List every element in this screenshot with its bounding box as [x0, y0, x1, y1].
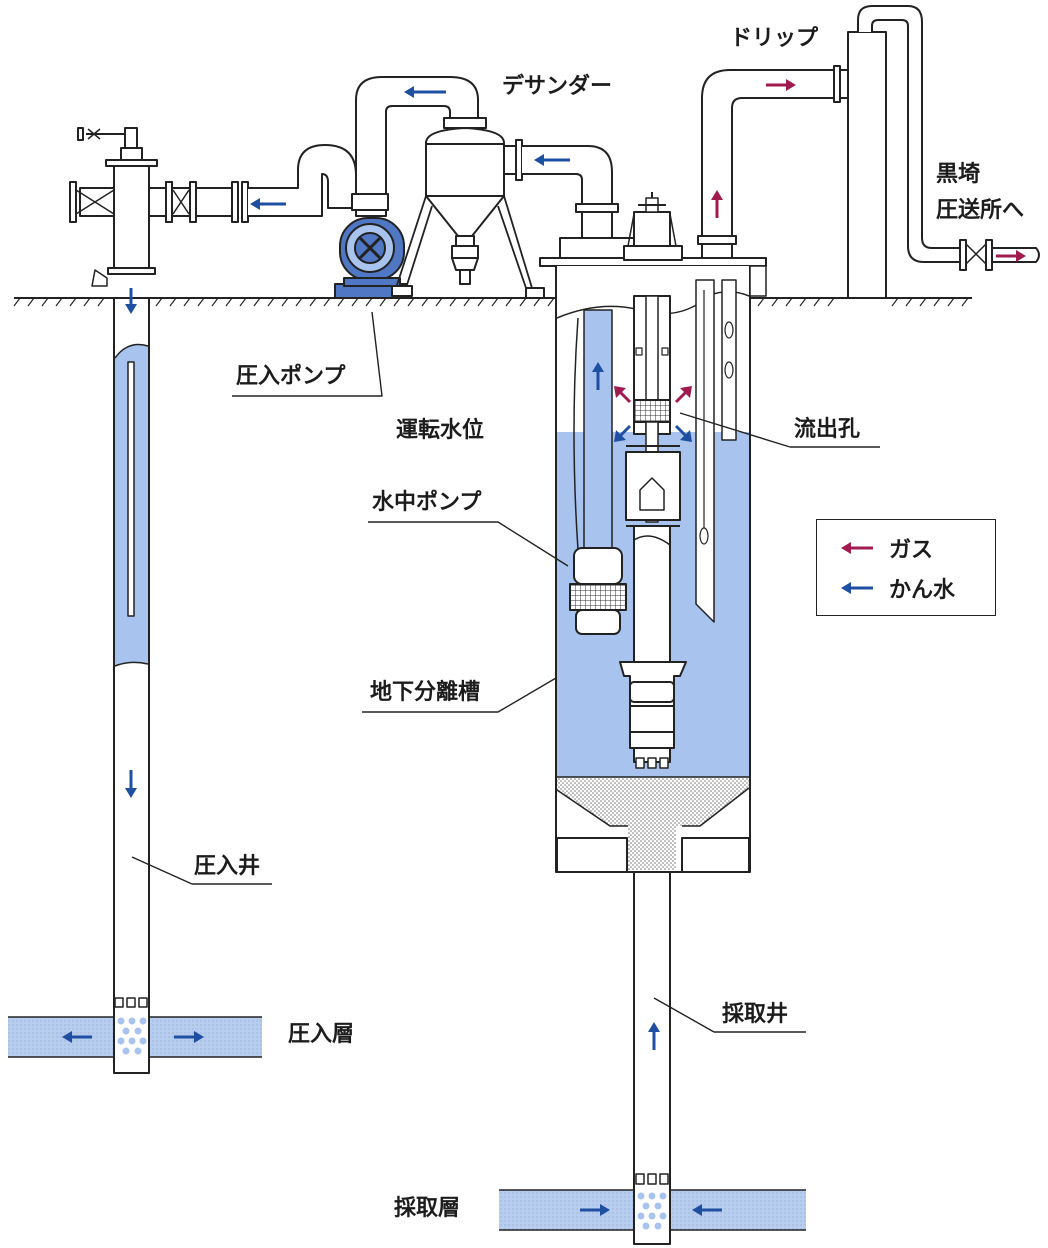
label-drip: ドリップ	[730, 26, 819, 51]
label-injection-pump: 圧入ポンプ	[236, 364, 346, 389]
label-submersible-pump: 水中ポンプ	[372, 490, 482, 515]
brine-arrow	[674, 424, 692, 442]
gas-arrow	[766, 79, 796, 91]
legend-gas-label: ガス	[889, 538, 934, 563]
label-kurosaki: 黒埼	[936, 162, 981, 187]
brine-arrow	[404, 86, 446, 98]
brine-arrow-icon	[841, 582, 873, 594]
gas-arrow	[711, 190, 723, 218]
injection-wellhead	[69, 127, 173, 287]
brine-arrow	[534, 154, 570, 166]
ground-line	[13, 297, 972, 307]
gas-pipe-to-drip	[697, 65, 849, 261]
brine-arrow	[62, 1031, 92, 1043]
extraction-screen-perforations	[637, 1192, 667, 1230]
brine-flow-arrows	[62, 86, 722, 1216]
legend: ガス かん水	[816, 519, 996, 616]
legend-brine: かん水	[841, 574, 956, 603]
label-desander: デサンダー	[502, 74, 613, 99]
legend-brine-label: かん水	[889, 578, 956, 603]
tank-to-desander-pipe	[503, 139, 635, 259]
injection-screen-perforations	[117, 1017, 147, 1055]
brine-arrow	[174, 1031, 204, 1043]
gas-flow-arrows	[614, 79, 1026, 404]
drip-vessel	[847, 5, 1040, 299]
label-extraction-well: 採取井	[722, 1002, 789, 1027]
extraction-well	[633, 871, 671, 1245]
gas-arrow	[614, 386, 632, 404]
label-outflow-hole: 流出孔	[794, 417, 861, 442]
gas-arrow	[996, 250, 1026, 262]
gas-arrow	[674, 386, 692, 404]
brine-arrow	[692, 1204, 722, 1216]
desander	[391, 117, 545, 299]
label-to-pumping-station: 圧送所へ	[936, 198, 1025, 223]
label-extraction-layer: 採取層	[394, 1196, 461, 1221]
label-injection-layer: 圧入層	[288, 1022, 355, 1047]
injection-well	[113, 297, 150, 1074]
label-underground-separation-tank: 地下分離槽	[370, 680, 481, 705]
leader-lines	[131, 311, 880, 1033]
brine-arrow	[250, 198, 286, 210]
label-operating-water-level: 運転水位	[396, 418, 485, 443]
legend-gas: ガス	[841, 534, 934, 563]
brine-arrow	[592, 362, 604, 390]
gas-arrow-icon	[841, 542, 873, 554]
brine-arrow	[125, 288, 137, 314]
outflow-hole-grid	[633, 399, 671, 423]
injection-pump	[334, 193, 408, 299]
injection-pipe	[165, 144, 357, 223]
brine-arrow	[125, 770, 137, 798]
label-injection-well: 圧入井	[194, 854, 261, 879]
submersible-pump	[569, 547, 627, 635]
brine-arrow	[580, 1204, 610, 1216]
brine-arrow	[648, 1022, 660, 1050]
brine-arrow	[614, 424, 632, 442]
underground-separation-tank	[539, 192, 767, 873]
